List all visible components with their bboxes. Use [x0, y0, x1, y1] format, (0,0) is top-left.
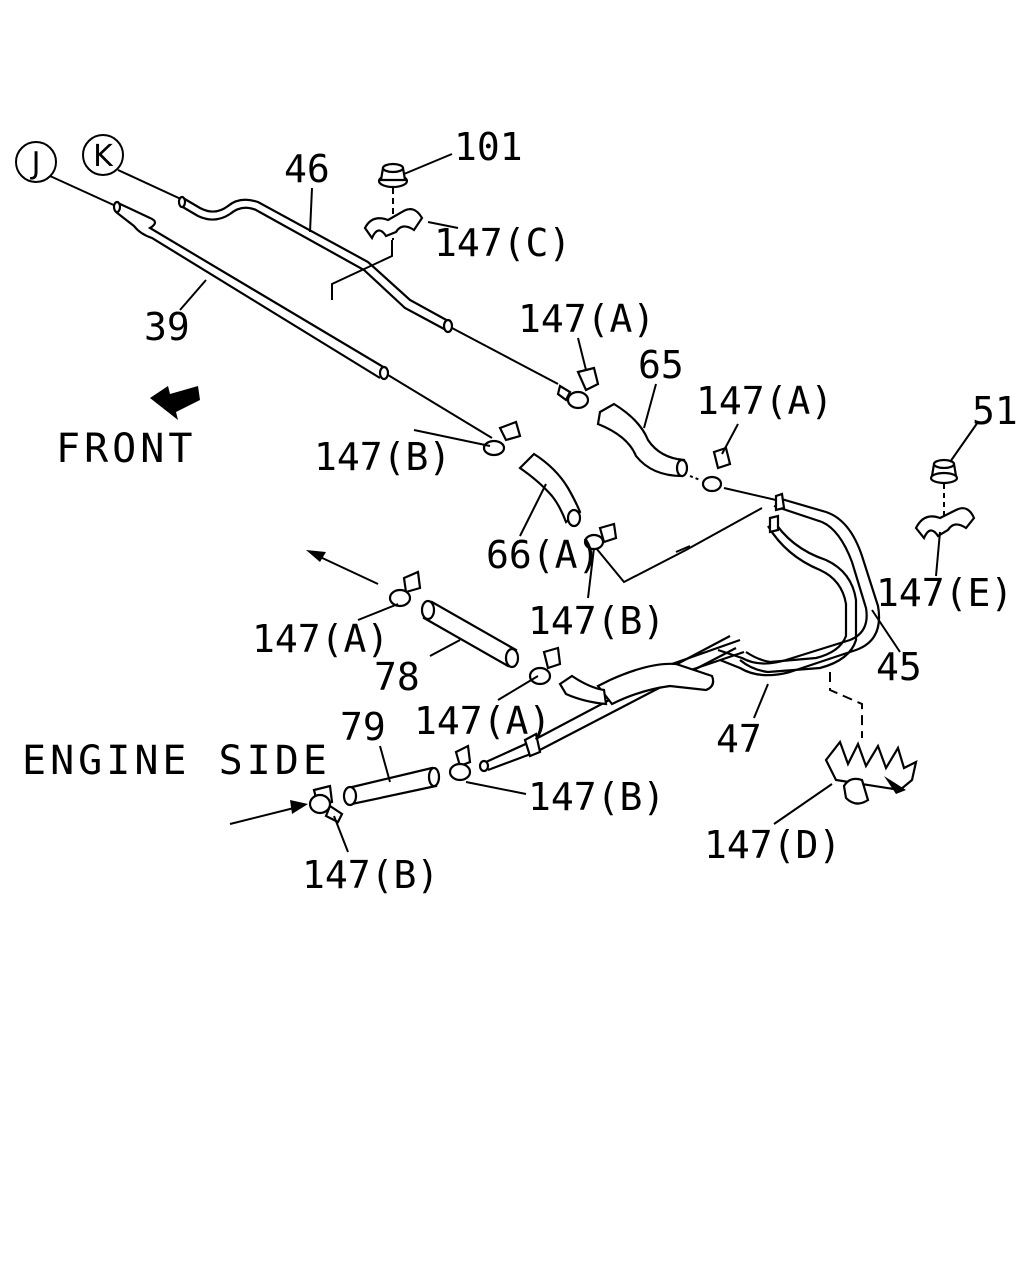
label-65: 65 [638, 343, 684, 387]
pipe-47 [739, 514, 858, 674]
label-147a-3: 147(A) [252, 617, 389, 661]
arrow-outlet [306, 550, 379, 585]
leader-51 [949, 421, 979, 463]
pipe-main-lower [478, 635, 745, 773]
leader-147a-3 [357, 603, 399, 621]
leader-147d [829, 672, 863, 738]
label-39: 39 [144, 305, 190, 349]
label-147b-4: 147(B) [302, 853, 439, 897]
leader-78 [429, 639, 461, 657]
clamp-147b-1 [482, 420, 522, 457]
clip-147c [363, 207, 424, 241]
leader-39 [179, 279, 207, 311]
leader-39-end [387, 374, 493, 439]
leader-147c [427, 221, 459, 229]
label-147c: 147(C) [434, 221, 571, 265]
leader-k [117, 169, 184, 201]
label-147d: 147(D) [704, 823, 841, 867]
leader-147a-1 [577, 337, 587, 371]
clamp-147a-2 [701, 446, 732, 493]
clip-147d [824, 739, 918, 805]
leader-46-end [451, 327, 559, 385]
label-147a-2: 147(A) [696, 379, 833, 423]
direction-engine-side: ENGINE SIDE [22, 738, 331, 784]
nut-101 [377, 162, 409, 189]
leader-147b-2 [587, 547, 595, 599]
clamp-147a-3 [388, 570, 422, 608]
leader-147b-3 [465, 781, 527, 795]
leader-66a [519, 483, 547, 537]
clamp-147a-4 [528, 646, 562, 686]
leader-46 [309, 187, 313, 233]
leader-47 [753, 683, 769, 719]
label-45: 45 [876, 645, 922, 689]
label-147a-4: 147(A) [414, 699, 551, 743]
callout-j: J [15, 141, 57, 183]
callout-j-text: J [30, 146, 41, 181]
break-line [331, 240, 393, 300]
callout-k: K [82, 134, 124, 176]
leader-147a-4 [497, 675, 539, 701]
leader-gap [675, 545, 691, 553]
leader-147b-4 [333, 815, 349, 853]
pipe-45 [717, 492, 881, 677]
leader-147e [935, 531, 941, 577]
clip-147e [914, 507, 976, 541]
leader-45 [871, 609, 901, 653]
callout-k-text: K [93, 139, 114, 174]
leader-147a-2 [723, 487, 777, 501]
hose-78 [420, 599, 520, 669]
clamp-147b-3 [448, 744, 472, 782]
label-46: 46 [284, 147, 330, 191]
leader-79 [379, 745, 391, 783]
leader-bundle [595, 507, 763, 584]
leader-147d-label [773, 783, 833, 825]
label-147b-1: 147(B) [314, 435, 451, 479]
dash-65 [689, 475, 701, 481]
nut-51 [929, 458, 959, 485]
label-51: 51 [972, 389, 1018, 433]
leader-147a-2b [721, 423, 739, 455]
label-78: 78 [374, 655, 420, 699]
pipe-46 [177, 195, 454, 334]
leader-65 [643, 383, 657, 429]
leader-147b-1 [413, 429, 491, 447]
label-147a-1: 147(A) [518, 297, 655, 341]
pipe-39 [112, 200, 390, 381]
clamp-147a-1 [556, 366, 600, 410]
label-101: 101 [454, 125, 523, 169]
leader-j [49, 175, 119, 208]
arrow-front [150, 386, 200, 420]
hose-66a [518, 452, 582, 528]
label-66a: 66(A) [486, 533, 600, 577]
direction-front: FRONT [56, 426, 196, 472]
hose-65 [596, 402, 689, 478]
clamp-147b-4 [308, 784, 344, 824]
leader-101 [403, 153, 453, 175]
hose-small [558, 674, 608, 706]
arrow-engine-side [229, 800, 308, 825]
label-47: 47 [716, 717, 762, 761]
label-147b-2: 147(B) [528, 599, 665, 643]
hose-79 [342, 766, 441, 807]
label-147e: 147(E) [876, 571, 1013, 615]
label-147b-3: 147(B) [528, 775, 665, 819]
label-79: 79 [340, 705, 386, 749]
